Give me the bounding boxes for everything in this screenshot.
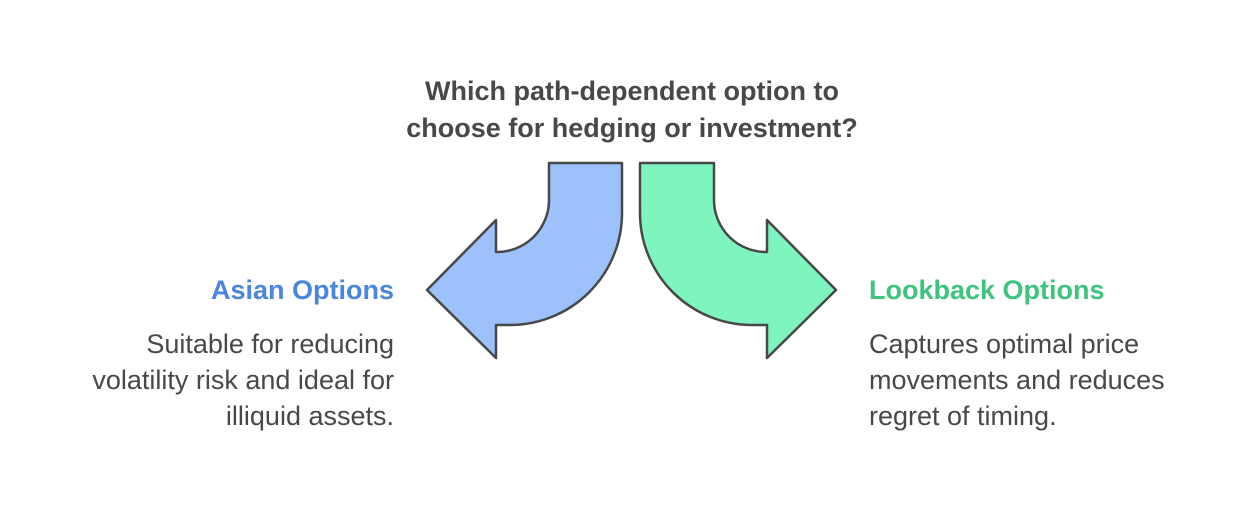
- asian-desc-line-3: illiquid assets.: [225, 401, 394, 431]
- question-title: Which path-dependent option to choose fo…: [332, 73, 932, 147]
- asian-desc-line-1: Suitable for reducing: [146, 329, 394, 359]
- asian-options-title: Asian Options: [210, 275, 394, 305]
- asian-desc-line-2: volatility risk and ideal for: [92, 365, 394, 395]
- lookback-desc-line-1: Captures optimal price: [869, 329, 1140, 359]
- lookback-options-description: Captures optimal price movements and red…: [869, 326, 1229, 434]
- lookback-desc-line-3: regret of timing.: [869, 401, 1057, 431]
- lookback-options-title: Lookback Options: [869, 275, 1105, 305]
- lookback-desc-line-2: movements and reduces: [869, 365, 1165, 395]
- lookback-options-arrow: [638, 161, 838, 360]
- question-line-2: choose for hedging or investment?: [406, 113, 858, 143]
- question-line-1: Which path-dependent option to: [425, 76, 839, 106]
- asian-options-description: Suitable for reducing volatility risk an…: [34, 326, 394, 434]
- asian-options-arrow: [425, 161, 624, 360]
